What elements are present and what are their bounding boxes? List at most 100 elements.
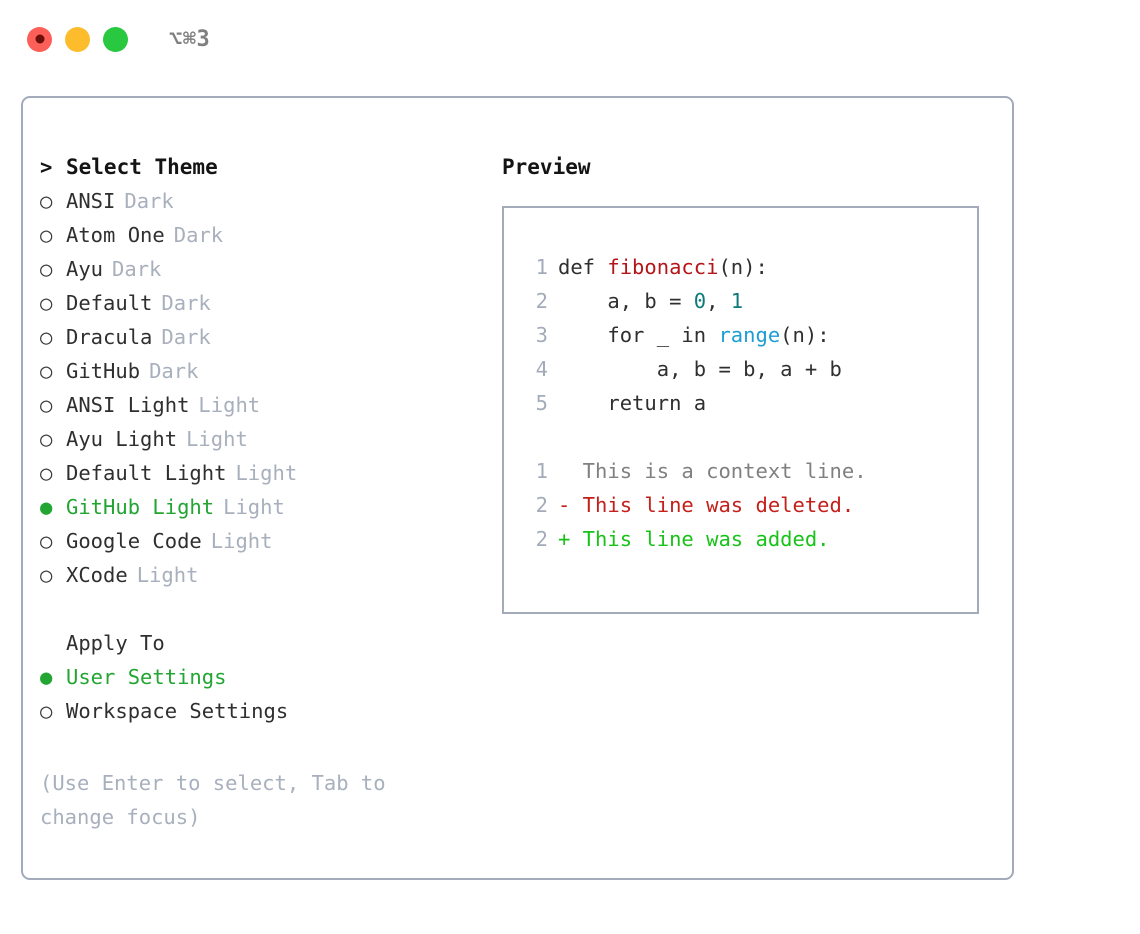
theme-option-label: Ayu (66, 257, 104, 281)
code-token-num: 0 (693, 289, 707, 313)
code-line-number: 2 (535, 289, 548, 313)
radio-selected-icon[interactable]: ● (40, 495, 53, 519)
theme-variant-tag: Light (235, 461, 298, 485)
select-theme-header: > Select Theme (40, 150, 480, 184)
diff-sample: 1 This is a context line.2- This line wa… (520, 454, 977, 556)
theme-option-label: XCode (66, 563, 128, 587)
code-line: 2 a, b = 0, 1 (520, 284, 977, 318)
recording-indicator-icon (35, 34, 44, 44)
apply-to-option-workspace-settings[interactable]: ○ Workspace Settings (40, 694, 480, 728)
radio-unselected-icon[interactable]: ○ (40, 699, 53, 723)
theme-option-label: GitHub Light (66, 495, 215, 519)
diff-line-add: 2 + This line was added. (520, 522, 977, 556)
radio-unselected-icon[interactable]: ○ (40, 529, 53, 553)
radio-unselected-icon[interactable]: ○ (40, 325, 53, 349)
theme-option-ayu-light[interactable]: ○ Ayu Light Light (40, 422, 480, 456)
theme-variant-tag: Dark (161, 325, 211, 349)
code-line-text: return a (558, 386, 706, 420)
theme-variant-tag: Light (223, 495, 285, 519)
radio-unselected-icon[interactable]: ○ (40, 291, 53, 315)
apply-to-title: Apply To (66, 631, 165, 655)
maximize-button[interactable] (103, 26, 128, 52)
radio-unselected-icon[interactable]: ○ (40, 393, 53, 417)
diff-line-number: 2 (535, 527, 548, 551)
cursor-caret-icon: > (40, 155, 53, 179)
window-title: ⌥⌘3 (169, 26, 211, 52)
radio-unselected-icon[interactable]: ○ (40, 257, 53, 281)
radio-unselected-icon[interactable]: ○ (40, 189, 53, 213)
diff-line-text: This line was added. (570, 527, 830, 551)
code-token-plain: (n): (780, 323, 830, 347)
diff-sign: - (558, 493, 571, 517)
theme-option-default-light[interactable]: ○ Default Light Light (40, 456, 480, 490)
keyboard-hint: (Use Enter to select, Tab to change focu… (40, 771, 398, 829)
diff-line-text: This is a context line. (570, 459, 867, 483)
theme-variant-tag: Light (186, 427, 248, 451)
code-line-text: a, b = 0, 1 (558, 284, 743, 318)
code-token-num: 1 (730, 289, 744, 313)
code-line-number: 1 (535, 255, 548, 279)
list-spacer (40, 592, 480, 626)
apply-to-option-user-settings[interactable]: ● User Settings (40, 660, 480, 694)
apply-to-marker-placeholder (40, 626, 66, 660)
theme-option-label: Default Light (66, 461, 227, 485)
close-button[interactable] (27, 26, 52, 52)
theme-option-label: ANSI Light (66, 393, 190, 417)
apply-to-option-label: Workspace Settings (66, 699, 289, 723)
theme-option-label: Ayu Light (66, 427, 178, 451)
theme-option-label: Google Code (66, 529, 202, 553)
theme-option-default[interactable]: ○ Default Dark (40, 286, 480, 320)
theme-option-github-light[interactable]: ● GitHub Light Light (40, 490, 480, 524)
code-line: 3 for _ in range(n): (520, 318, 977, 352)
theme-option-ayu[interactable]: ○ Ayu Dark (40, 252, 480, 286)
theme-variant-tag: Light (198, 393, 261, 417)
code-line: 4 a, b = b, a + b (520, 352, 977, 386)
radio-unselected-icon[interactable]: ○ (40, 359, 53, 383)
hint-spacer (40, 728, 480, 762)
theme-variant-tag: Dark (173, 223, 224, 247)
code-line: 5 return a (520, 386, 977, 420)
code-token-def: def (558, 255, 608, 279)
minimize-button[interactable] (65, 26, 90, 52)
radio-selected-icon[interactable]: ● (40, 665, 53, 689)
radio-unselected-icon[interactable]: ○ (40, 223, 53, 247)
code-token-plain: return a (558, 391, 707, 415)
code-token-plain: , (706, 289, 731, 313)
theme-option-ansi-light[interactable]: ○ ANSI Light Light (40, 388, 480, 422)
code-token-fn: fibonacci (607, 255, 719, 279)
code-line-text: def fibonacci(n): (558, 250, 768, 284)
code-token-plain: a, b = (558, 289, 694, 313)
code-line-number: 3 (535, 323, 548, 347)
code-line-number: 5 (535, 391, 548, 415)
radio-unselected-icon[interactable]: ○ (40, 461, 53, 485)
theme-variant-tag: Dark (112, 257, 162, 281)
code-token-builtin: range (718, 323, 781, 347)
apply-to-list: ● User Settings ○ Workspace Settings (40, 660, 480, 728)
traffic-lights (27, 26, 128, 52)
diff-line-number: 2 (535, 493, 548, 517)
window-titlebar: ⌥⌘3 (0, 0, 1140, 78)
radio-unselected-icon[interactable]: ○ (40, 427, 53, 451)
apply-to-option-label: User Settings (66, 665, 227, 689)
radio-unselected-icon[interactable]: ○ (40, 563, 53, 587)
code-line-number: 4 (535, 357, 548, 381)
code-token-plain: (n): (718, 255, 768, 279)
theme-option-label: Default (66, 291, 153, 315)
diff-line-text: This line was deleted. (570, 493, 855, 517)
theme-variant-tag: Dark (161, 291, 211, 315)
code-token-plain: for _ in (558, 323, 719, 347)
code-line-text: for _ in range(n): (558, 318, 830, 352)
diff-sign: + (558, 527, 571, 551)
theme-variant-tag: Dark (124, 189, 174, 213)
